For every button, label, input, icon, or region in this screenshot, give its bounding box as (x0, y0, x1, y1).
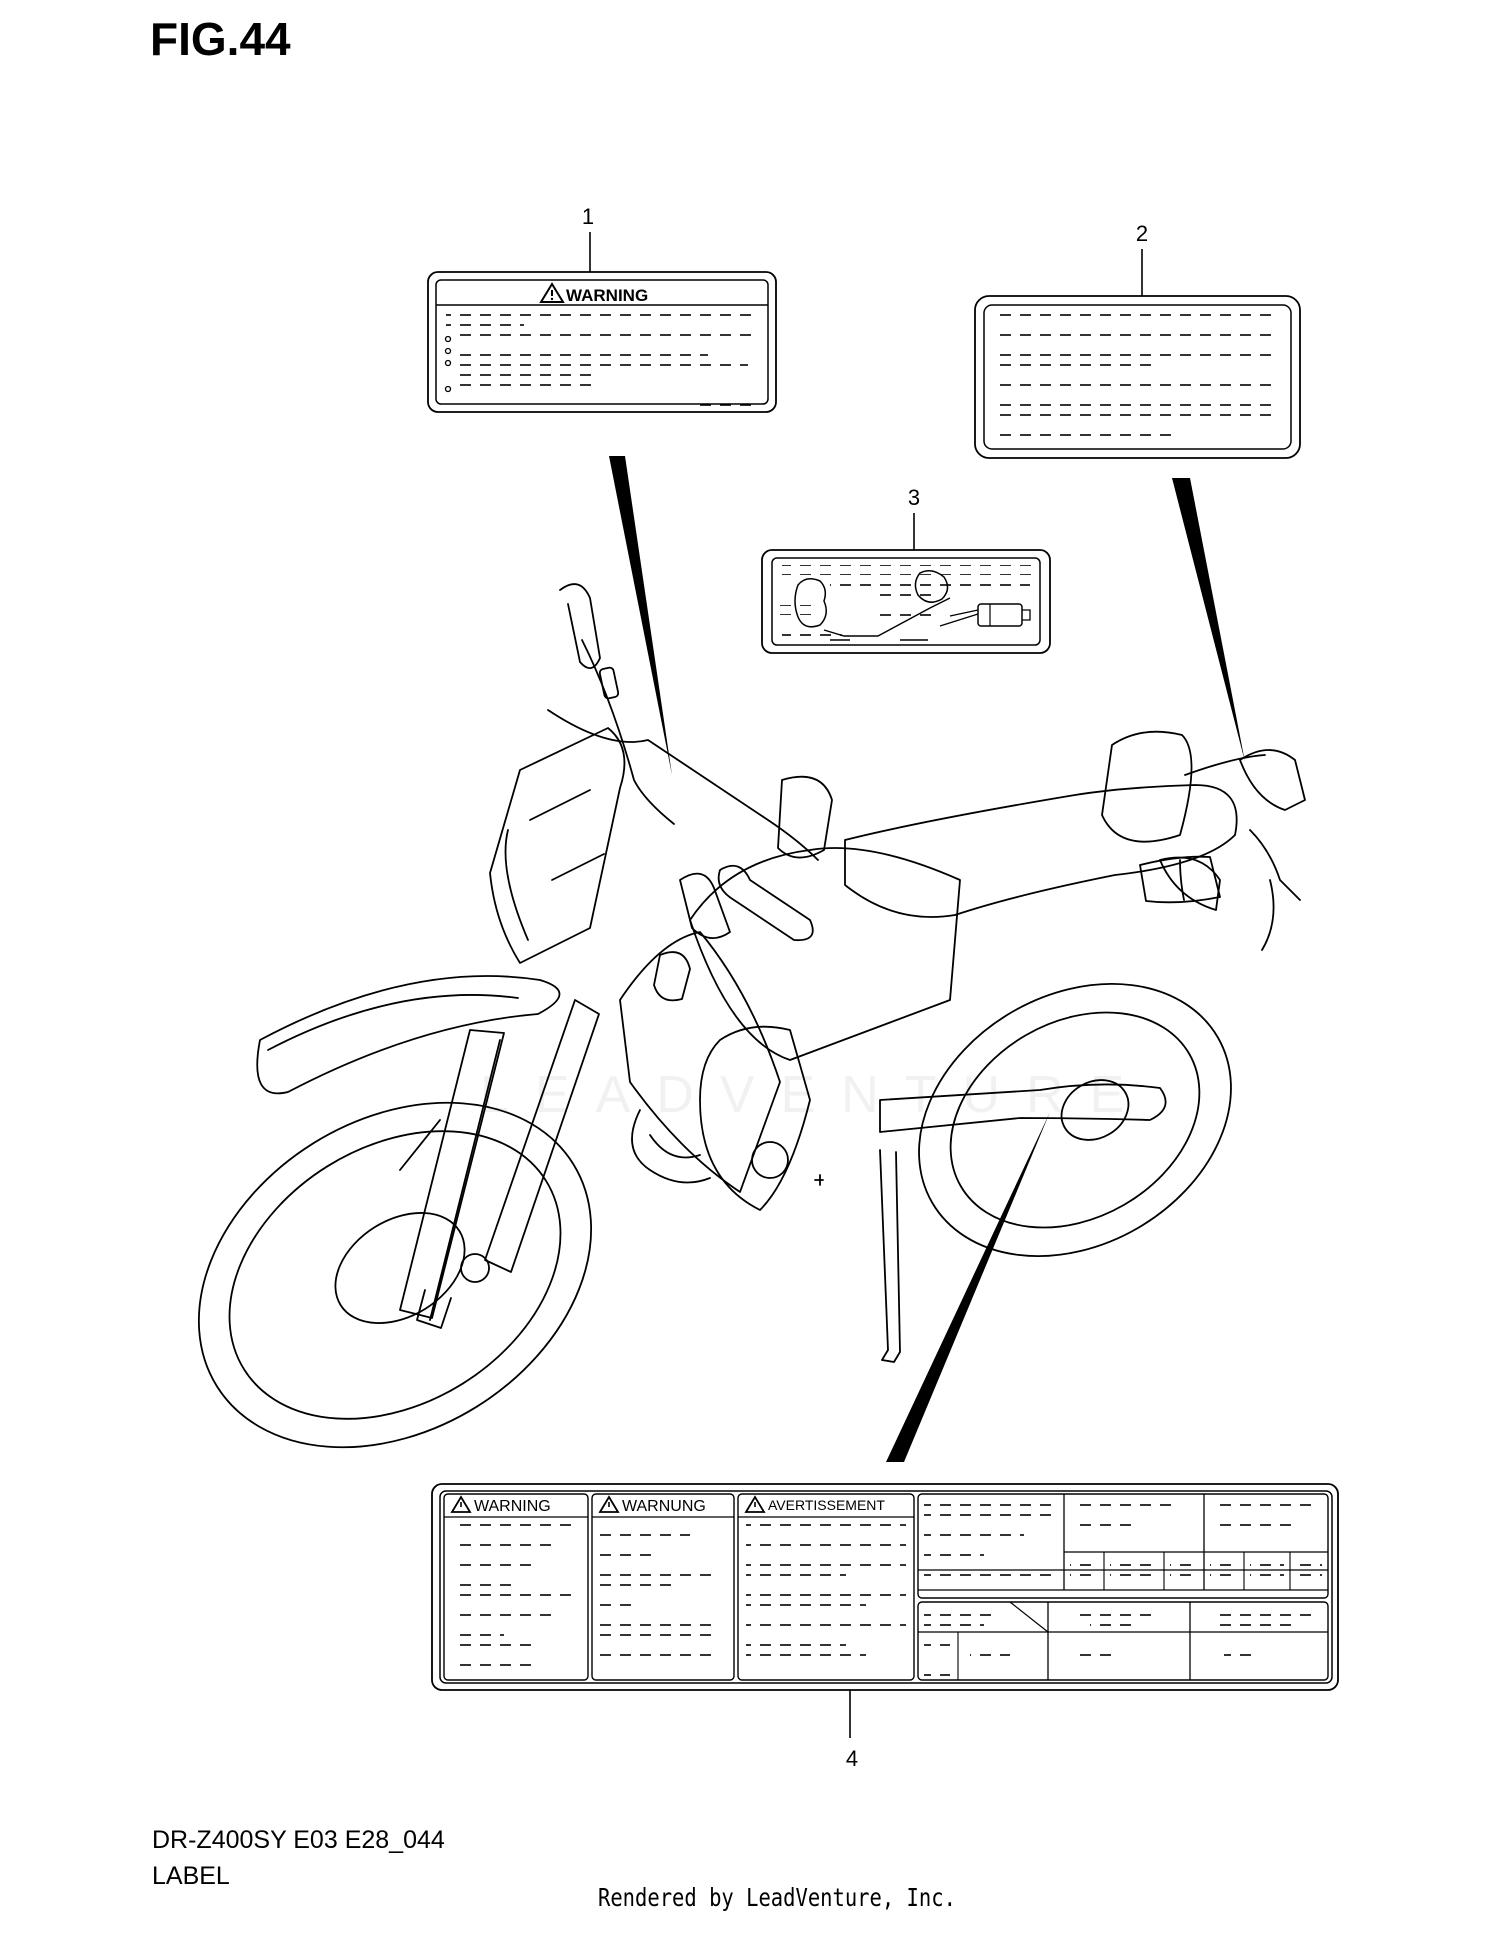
render-credit: Rendered by LeadVenture, Inc. (598, 1883, 956, 1912)
label-4: WARNING WARNUNG AVERTISSEME (431, 1483, 1339, 1691)
label-4-heading-2: WARNUNG (622, 1498, 706, 1515)
label-3 (761, 549, 1051, 654)
callout-4: 4 (846, 1112, 1050, 1771)
warning-triangle-icon (539, 282, 565, 303)
warning-triangle-icon (450, 1495, 472, 1513)
warning-triangle-icon (744, 1495, 766, 1513)
callout-number-4: 4 (846, 1746, 858, 1771)
label-1-heading: WARNING (566, 286, 648, 305)
label-2 (974, 295, 1301, 459)
callout-number-2: 2 (1136, 221, 1148, 246)
model-code: DR-Z400SY E03 E28_044 (152, 1826, 445, 1854)
section-name: LABEL (152, 1862, 230, 1890)
callout-number-1: 1 (582, 204, 594, 229)
label-4-heading-1: WARNING (474, 1498, 551, 1515)
warning-triangle-icon (598, 1495, 620, 1513)
callout-1: 1 (582, 204, 672, 775)
callout-number-3: 3 (908, 485, 920, 510)
label-4-heading-3: AVERTISSEMENT (768, 1497, 885, 1513)
callout-2: 2 (1136, 221, 1245, 762)
figure-title: FIG.44 (150, 13, 291, 65)
callout-3: 3 (908, 485, 920, 550)
label-1: WARNING (427, 271, 777, 413)
motorcycle-illustration (197, 583, 1306, 1449)
